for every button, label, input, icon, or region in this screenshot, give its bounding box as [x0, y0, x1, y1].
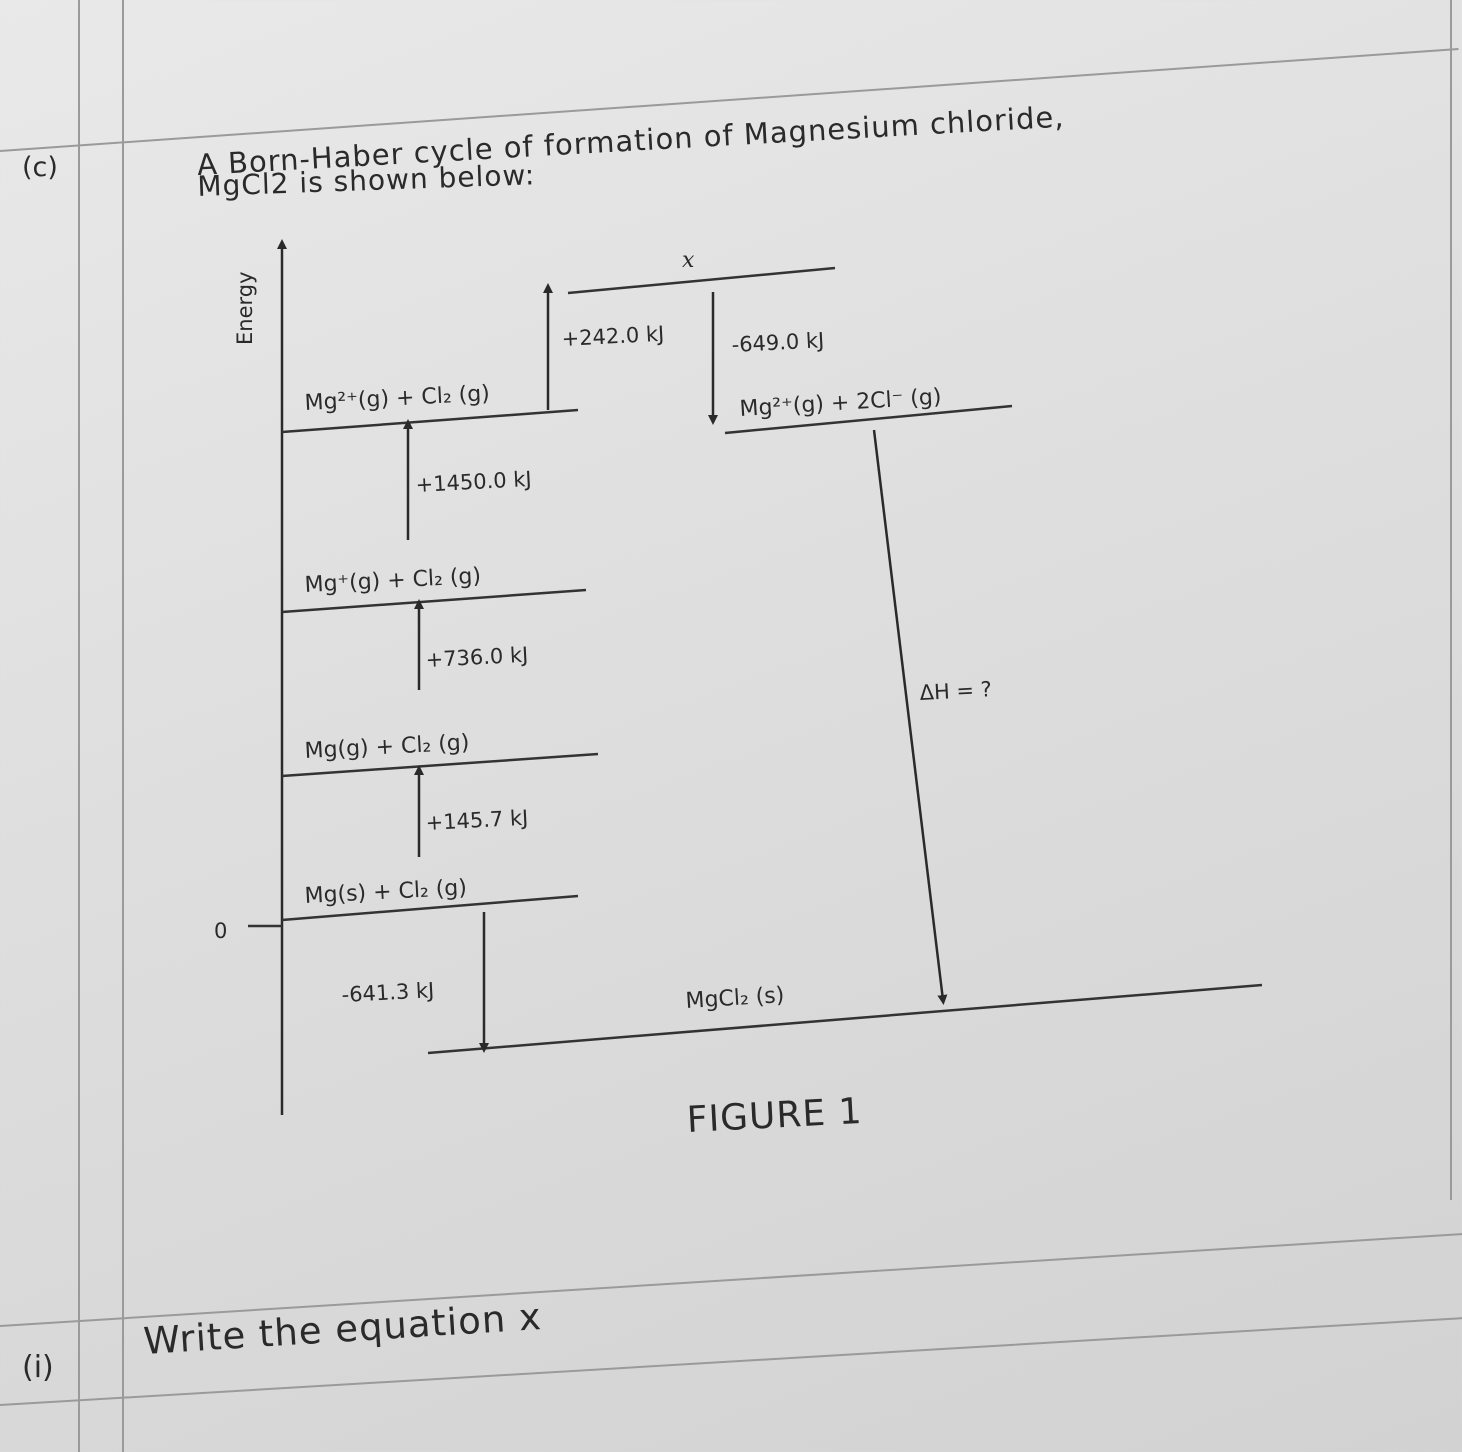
level-mgcl2 — [427, 983, 1263, 1055]
level-mgg-cl2 — [281, 752, 599, 778]
right-margin-rule — [1450, 0, 1452, 1200]
level-mg2-cl2-label: Mg²⁺(g) + Cl₂ (g) — [304, 381, 490, 416]
second-margin-rule — [122, 0, 124, 1452]
level-mgcl2-label: MgCl₂ (s) — [685, 983, 785, 1014]
arrow-lattice-enthalpy — [872, 429, 948, 1005]
energy-axis-label: Energy — [233, 271, 257, 345]
label-chlorine-atomisation: +242.0 kJ — [561, 322, 665, 351]
label-lattice-enthalpy: ΔH = ? — [919, 677, 992, 705]
level-mgg-cl2-label: Mg(g) + Cl₂ (g) — [304, 730, 470, 764]
label-second-ionisation: +1450.0 kJ — [415, 467, 532, 497]
level-x-label: x — [682, 248, 695, 273]
level-mgs-cl2 — [281, 894, 579, 922]
label-electron-affinity: -649.0 kJ — [731, 328, 825, 357]
label-formation: -641.3 kJ — [341, 978, 435, 1007]
level-mg2-2cl — [724, 404, 1013, 435]
level-mg1-cl2-label: Mg⁺(g) + Cl₂ (g) — [304, 564, 482, 598]
part-label: (c) — [22, 152, 58, 183]
level-mg2-cl2 — [281, 408, 579, 434]
level-mgs-cl2-label: Mg(s) + Cl₂ (g) — [304, 876, 468, 909]
subquestion-label: (i) — [22, 1350, 54, 1385]
label-first-ionisation: +736.0 kJ — [425, 643, 529, 672]
level-mg1-cl2 — [281, 588, 587, 614]
left-margin-rule — [78, 0, 80, 1452]
level-x — [567, 266, 836, 295]
label-atomisation-mg: +145.7 kJ — [425, 806, 529, 835]
zero-label: 0 — [214, 919, 227, 943]
